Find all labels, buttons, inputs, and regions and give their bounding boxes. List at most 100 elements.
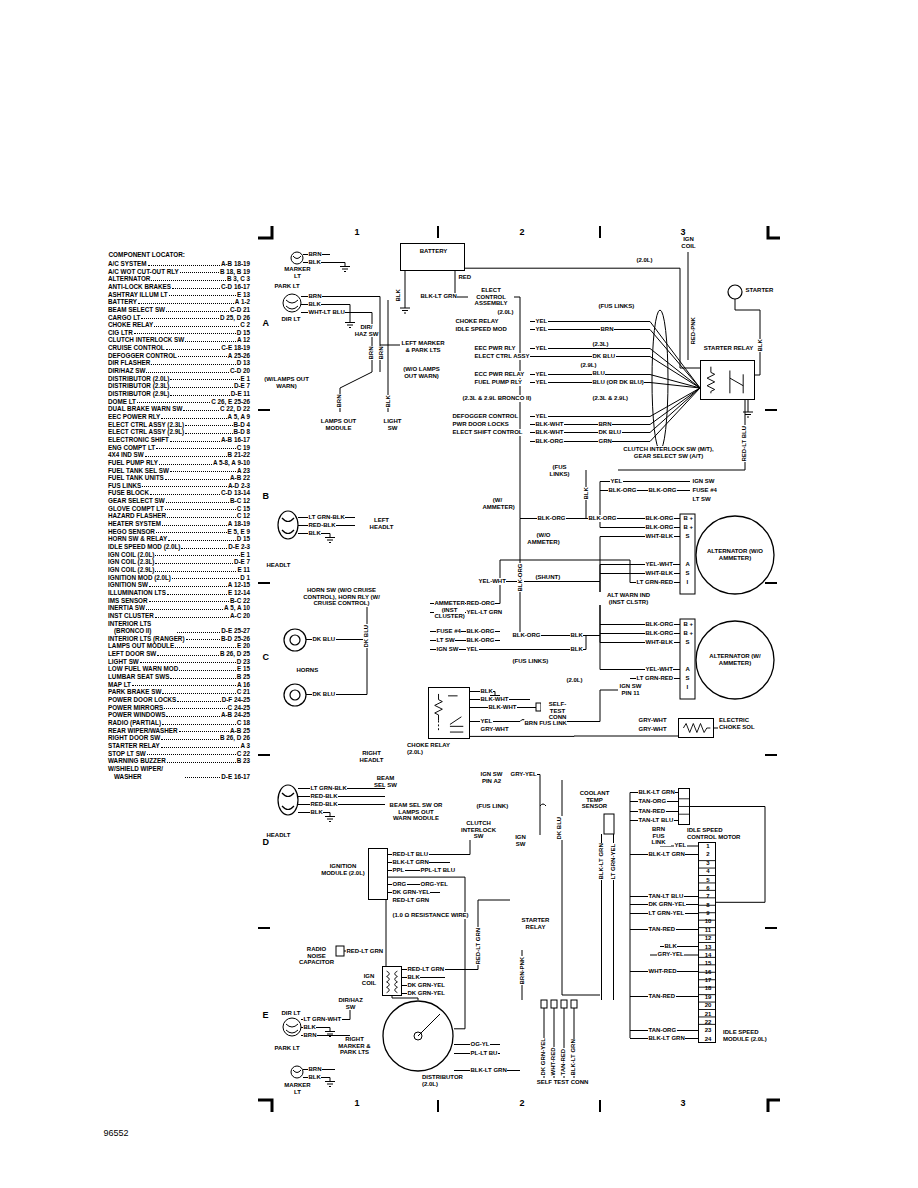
wire-label: ELECT SHIFT CONTROL <box>452 429 523 436</box>
frame-mark <box>768 1100 780 1112</box>
locator-row: PARK BRAKE SWC 21 <box>108 688 250 696</box>
grid-location: A 5, A 9 <box>228 413 250 421</box>
wire-label: 2 <box>519 1098 525 1108</box>
wire-label: DK GRN-YEL <box>407 982 445 989</box>
component-label: 24 <box>699 1035 717 1043</box>
component-name: DEFOGGER CONTROL <box>108 352 177 360</box>
wire-label: ELECT CTRL ASSY <box>474 353 530 360</box>
wire-label: BLK-ORG <box>517 563 524 592</box>
wire-label: BLK <box>310 809 323 816</box>
wire-label: BLK <box>407 974 420 981</box>
component-name: IGNITION MOD (2.0L) <box>108 574 171 582</box>
lamp-symbol <box>286 300 298 309</box>
wire-label: DK GRN-YEL <box>392 889 430 896</box>
component-name: LAMPS OUT MODULE <box>108 642 174 650</box>
dot-leader <box>161 747 240 748</box>
component-outline <box>701 361 754 399</box>
component-label: 11 <box>699 926 717 934</box>
wire-label: BLK-WHT <box>535 429 564 436</box>
wire-label: BLK <box>395 289 402 302</box>
grid-location: D-E 7 <box>234 558 250 566</box>
dot-leader <box>168 540 235 541</box>
wire-label: DIR LT <box>281 316 301 323</box>
wire-label: YEL-LT GRN <box>466 609 503 616</box>
wire-label: BRN <box>336 394 343 408</box>
ground-symbol <box>325 534 335 543</box>
component-name: FUEL TANK UNITS <box>108 474 164 482</box>
wire-label: (W/LAMPS OUT WARN) <box>262 376 311 389</box>
wire-label: TAN-RED <box>648 993 676 1000</box>
locator-row: POWER DOOR LOCKSD-F 24-25 <box>108 696 250 704</box>
locator-row: DUAL BRAKE WARN SWC 22, D 22 <box>108 405 250 413</box>
wire-label: FUSE #4 <box>692 487 717 494</box>
component-name: MAP LT <box>108 681 131 689</box>
component-name: RADIO (PARTIAL) <box>108 719 161 727</box>
wire-label: DK GRN-YEL <box>407 990 445 997</box>
wire-label: BLK-LT GRN <box>638 789 675 796</box>
locator-row: FUS LINKSA-D 2-3 <box>108 482 250 490</box>
wire-label: BLK-ORG <box>537 515 566 522</box>
dot-leader <box>157 655 219 656</box>
wire-label: BLK-ORG <box>466 628 495 635</box>
wire-label: 2 <box>519 227 525 237</box>
locator-row: DIR FLASHERD 13 <box>108 359 250 367</box>
wire-label: DIR/ HAZ SW <box>354 324 379 337</box>
locator-row: POWER WINDOWSA-B 24-25 <box>108 711 250 719</box>
component-name: CRUISE CONTROL <box>108 344 165 352</box>
component-label: 5 <box>699 876 717 884</box>
wire <box>478 519 600 636</box>
component-name: HEATER SYSTEM <box>108 520 161 528</box>
dot-leader <box>149 601 230 602</box>
pin-divider <box>679 798 689 799</box>
dot-leader <box>148 265 220 266</box>
dot-leader <box>167 594 227 595</box>
locator-row: IGNITION MOD (2.0L)D 1 <box>108 574 250 582</box>
dot-leader <box>177 632 220 633</box>
dot-leader <box>175 647 236 648</box>
wire-connector <box>386 900 387 966</box>
wire-label: GRY-WHT <box>480 726 509 733</box>
component-name: HAZARD FLASHER <box>108 512 166 520</box>
pin-divider <box>699 1016 715 1017</box>
component-name: BATTERY <box>108 298 137 306</box>
wire-label: (SHUNT) <box>535 574 561 581</box>
dot-leader <box>155 563 232 564</box>
wire-label: RED-BLK <box>310 793 338 800</box>
dot-leader <box>186 639 220 640</box>
wire-label: MARKER LT <box>282 1082 313 1095</box>
wire-label: S <box>685 533 690 540</box>
component-outline <box>369 849 387 899</box>
locator-row: ELECT CTRL ASSY (2.9L)B-D 8 <box>108 428 250 436</box>
dot-leader <box>170 387 232 388</box>
wire-label: PPL <box>392 867 405 874</box>
grid-location: A-B 22 <box>230 474 250 482</box>
grid-location: A-B 16-17 <box>221 436 250 444</box>
wire-label: BRN <box>308 251 322 258</box>
wire-label: SELF-TEST CONN <box>541 701 574 721</box>
relay-coil <box>707 367 715 394</box>
locator-row: INTERIOR LTS (BRONCO II)D-E 25-27 <box>108 620 250 635</box>
locator-row: IGNITION SWA 12-15 <box>108 581 250 589</box>
wire <box>562 780 600 995</box>
locator-row: GLOVE COMPT LTC 15 <box>108 505 250 513</box>
wire-label: BRN FUS LINK <box>646 826 671 846</box>
wire-label: YEL <box>610 478 623 485</box>
grid-location: A-B 25 <box>230 727 250 735</box>
wire-label: TAN-ORG <box>648 1027 677 1034</box>
grid-location: D 13 <box>237 359 250 367</box>
grid-location: A 12-15 <box>228 581 250 589</box>
wire-label: BLK-ORG <box>645 515 674 522</box>
wire-label: RED-LT BLU <box>741 425 748 462</box>
component-name: LOW FUEL WARN MOD <box>108 665 178 673</box>
dot-leader <box>169 295 236 296</box>
component-name: ELECTRONIC SHIFT <box>108 436 169 444</box>
dot-leader <box>147 754 236 755</box>
component-label: 21 <box>699 1010 717 1018</box>
component-symbol <box>435 694 464 732</box>
locator-row: BEAM SELECT SWC-D 21 <box>108 306 250 314</box>
wire-label: DK BLU <box>363 624 370 648</box>
component-label: IDLE SPEED MODULE (2.0L) <box>723 1029 773 1042</box>
wire-label: IGN SW <box>692 478 715 485</box>
wire-label: (FUS LINK) <box>476 803 509 810</box>
locator-row: BATTERYA 1-2 <box>108 298 250 306</box>
